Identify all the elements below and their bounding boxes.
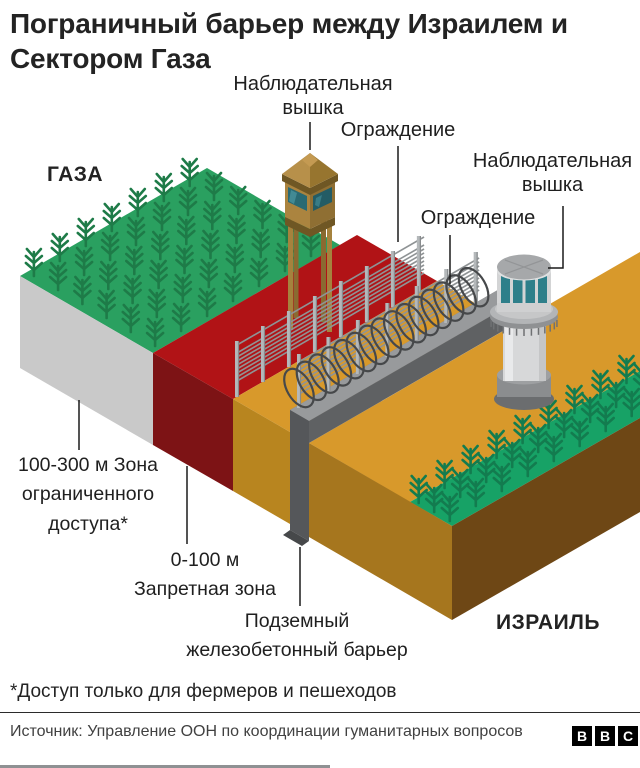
footnote: *Доступ только для фермеров и пешеходов [10, 681, 397, 702]
wall-top [290, 280, 534, 421]
label-watchtower-left: Наблюдательная вышка [233, 73, 393, 119]
label-fence-right: Ограждение [420, 207, 536, 229]
israel-block [309, 252, 640, 620]
footer-divider [0, 712, 640, 713]
wall-se-sliver [309, 291, 534, 443]
watchtower-left-icon [282, 153, 338, 332]
underground-barrier-tip [283, 530, 309, 546]
israel-sw-face [309, 443, 452, 620]
label-watchtower-right: Наблюдательная вышка [472, 150, 633, 196]
fence-left-icon [235, 236, 425, 397]
restricted-zone-face [20, 276, 153, 445]
label-israel: ИЗРАИЛЬ [496, 611, 600, 634]
bbc-logo-letter: B [595, 726, 615, 746]
underground-barrier-face [290, 410, 309, 541]
label-forbidden-zone: 0-100 м Запретная зона [134, 549, 276, 601]
label-restricted-zone: 100-300 м Зона ограниченного доступа* [17, 454, 159, 535]
watchtower-right-icon [490, 254, 558, 410]
source-credit: Источник: Управление ООН по координации … [10, 723, 523, 740]
razor-wire-icon [283, 266, 490, 409]
israel-se-face [452, 418, 640, 620]
leader-watchtower-right [548, 206, 564, 269]
ochre-strip-face [233, 399, 290, 524]
cropped-next-section-bar [0, 765, 330, 768]
bbc-logo-letter: B [572, 726, 592, 746]
leader-lines [78, 122, 564, 606]
bbc-logo: B B C [572, 726, 638, 746]
label-gaza: ГАЗА [47, 163, 104, 186]
bbc-logo-letter: C [618, 726, 638, 746]
gallery-railing [490, 319, 558, 336]
label-underground-barrier: Подземный железобетонный барьер [186, 610, 408, 662]
page-title: Пограничный барьер между Израилем и Сект… [10, 8, 568, 75]
label-fence-left: Ограждение [340, 119, 456, 141]
forbidden-zone-face [153, 353, 233, 491]
